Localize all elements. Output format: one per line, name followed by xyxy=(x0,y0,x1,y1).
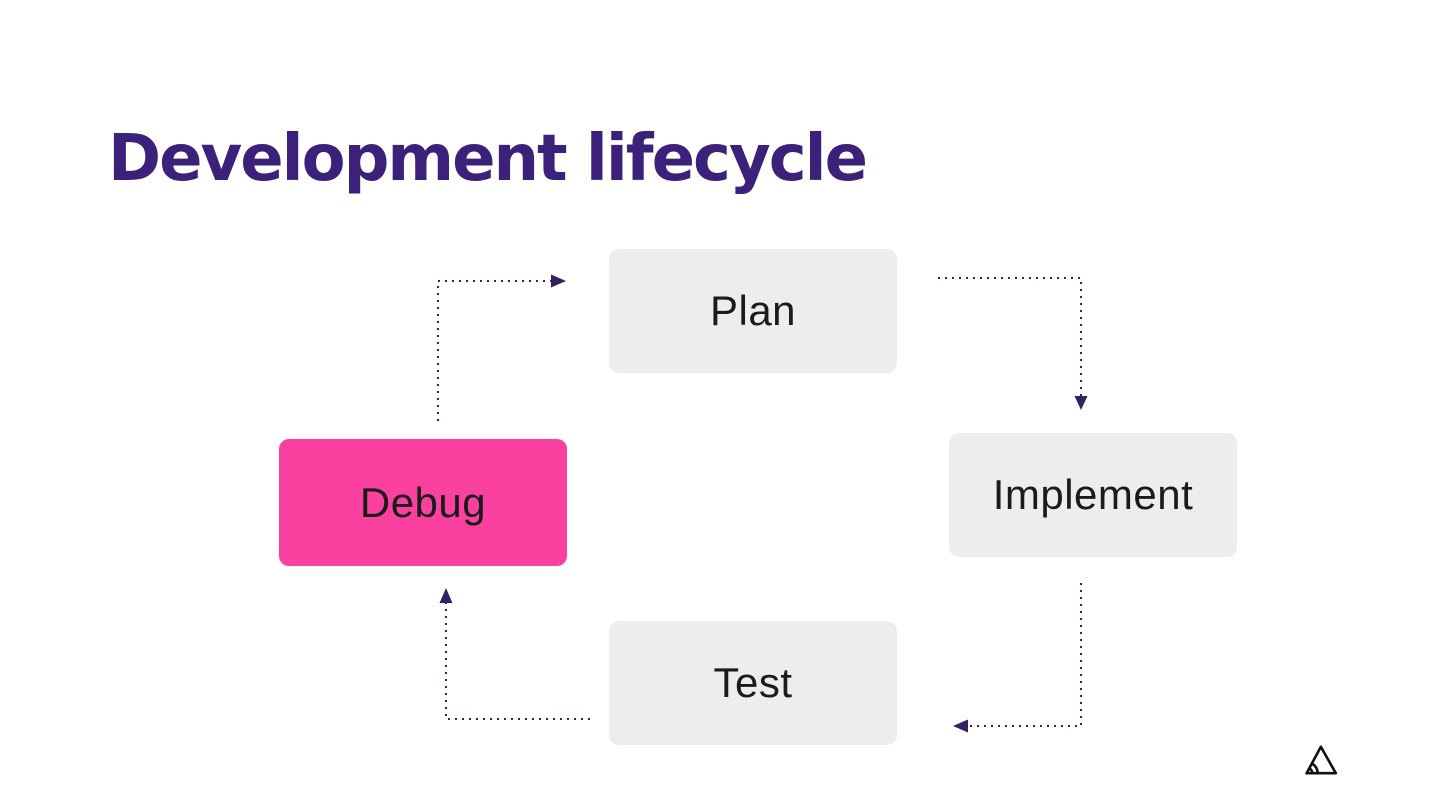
arrow-debug-to-plan xyxy=(437,274,566,421)
node-debug-label: Debug xyxy=(359,478,487,526)
node-implement-label: Implement xyxy=(992,471,1194,518)
sentry-logo-icon xyxy=(1305,745,1338,775)
node-plan-label: Plan xyxy=(709,287,797,334)
node-test-label: Test xyxy=(713,659,793,706)
arrow-test-to-debug xyxy=(439,588,590,720)
node-plan: Plan xyxy=(609,249,897,373)
node-test: Test xyxy=(609,621,897,745)
arrow-implement-to-test xyxy=(953,583,1082,733)
arrow-plan-to-implement xyxy=(938,277,1088,410)
slide-title: Development lifecycle xyxy=(108,122,868,196)
node-debug: Debug xyxy=(279,439,567,566)
node-implement: Implement xyxy=(949,433,1237,557)
